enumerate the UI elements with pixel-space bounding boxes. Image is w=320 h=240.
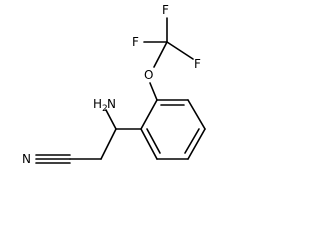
fluorine-left-label: F [132, 35, 139, 49]
trifluoromethyl-bonds [143, 17, 194, 101]
fluorine-right-label: F [194, 57, 201, 71]
side-chain [69, 109, 142, 160]
amino-subscript-label: 2 [102, 104, 108, 114]
oxygen-label: O [144, 68, 153, 82]
ring-bond-3 [187, 128, 206, 160]
chemical-structure-diagram: F F F O H 2 N N [22, 3, 206, 166]
ring-inner-double-3 [146, 128, 161, 154]
ring-bond-5 [140, 128, 158, 160]
atom-labels: F F F O H 2 N N [22, 3, 201, 166]
ring-bond-2 [187, 99, 206, 130]
benzene-ring [140, 99, 206, 160]
nitrile-n-label: N [22, 152, 31, 166]
bond-o-ring [149, 82, 158, 101]
fluorine-top-label: F [162, 3, 169, 17]
amino-h-label: H [93, 97, 102, 111]
bond-ch-to-nh2 [105, 109, 117, 130]
nitrile-triple-bond [35, 154, 71, 164]
bond-ch-to-ch2 [100, 128, 117, 160]
bond-c-f-right [166, 41, 194, 60]
bond-c-o [153, 41, 168, 68]
ring-bond-6 [140, 99, 158, 130]
amino-n-label: N [107, 97, 116, 111]
ring-inner-double-2 [184, 128, 200, 154]
